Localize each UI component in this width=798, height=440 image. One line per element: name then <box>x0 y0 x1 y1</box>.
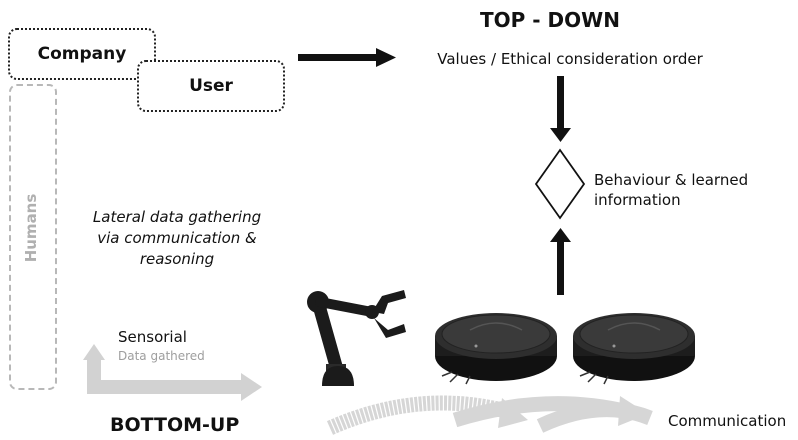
communication-label: Communication <box>668 412 787 430</box>
humans-box <box>9 84 57 390</box>
company-label: Company <box>37 44 127 64</box>
bottom-up-title: BOTTOM-UP <box>110 414 240 436</box>
sensorial-arrow <box>83 344 262 401</box>
top-down-title: TOP - DOWN <box>480 8 620 32</box>
data-gathered-label: Data gathered <box>118 349 205 363</box>
behaviour-label: Behaviour & learned information <box>594 171 749 209</box>
sensorial-label: Sensorial <box>118 328 187 346</box>
behaviour-diamond <box>534 148 586 220</box>
company-box: Company <box>8 28 156 80</box>
humans-label: Humans <box>22 193 40 263</box>
arrow-values-to-diamond <box>550 76 571 142</box>
communication-arrows <box>326 395 653 435</box>
arrow-robot-to-diamond <box>550 228 571 295</box>
arrow-to-values <box>298 48 396 67</box>
values-label: Values / Ethical consideration order <box>437 50 703 68</box>
user-box: User <box>137 60 285 112</box>
robot-vacuum-icon <box>573 313 695 385</box>
robot-arm-icon <box>307 290 406 386</box>
user-label: User <box>189 76 233 96</box>
lateral-label: Lateral data gathering via communication… <box>92 208 262 268</box>
robot-vacuum-icon <box>435 313 557 385</box>
